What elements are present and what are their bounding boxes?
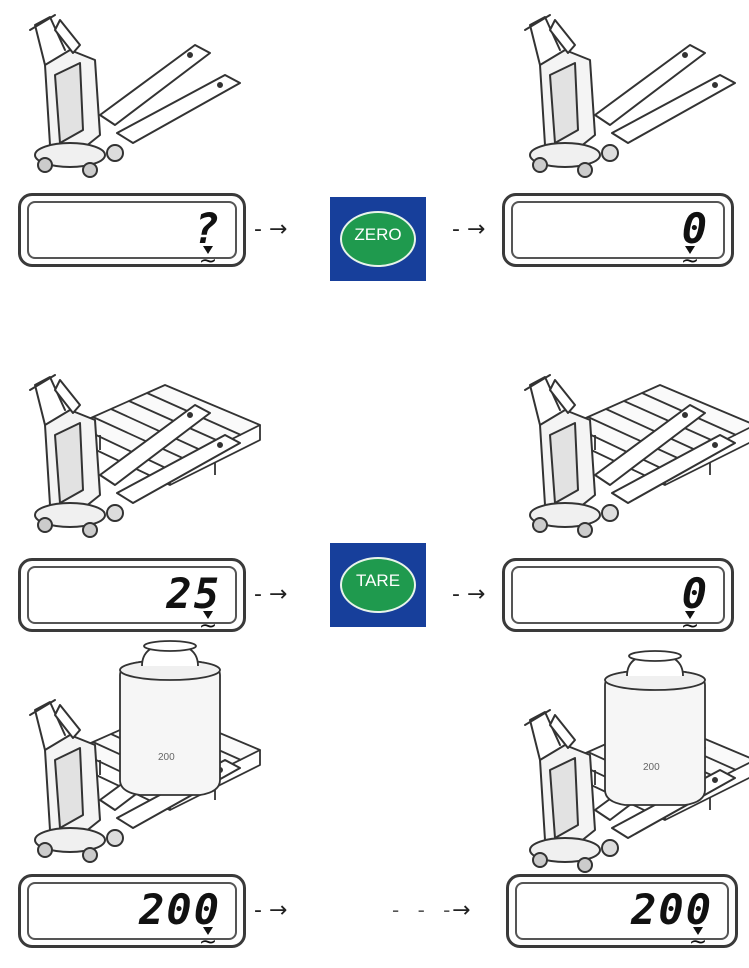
dashed-arrow-line: - - - — [392, 898, 456, 922]
stability-indicator-icon: ~ — [193, 927, 223, 951]
weight-display: 200 ~ — [506, 874, 738, 948]
pallet-truck-illustration — [500, 365, 749, 545]
pallet-truck-illustration — [500, 5, 749, 190]
tare-key-label: TARE — [330, 571, 426, 591]
weight-display: 0 ~ — [502, 558, 734, 632]
weight-illustration — [100, 640, 240, 800]
zero-key-label: ZERO — [330, 225, 426, 245]
arrow-right-icon: → — [452, 899, 470, 923]
weight-display: ? ~ — [18, 193, 246, 267]
arrow-right-icon: - → — [452, 218, 485, 242]
tare-key[interactable]: TARE — [330, 543, 426, 627]
stability-indicator-icon: ~ — [675, 611, 705, 635]
stability-indicator-icon: ~ — [193, 611, 223, 635]
zero-key[interactable]: ZERO — [330, 197, 426, 281]
weight-display: 25 ~ — [18, 558, 246, 632]
weight-display: 0 ~ — [502, 193, 734, 267]
weight-label: 200 — [158, 752, 175, 763]
pallet-truck-illustration — [5, 5, 255, 190]
arrow-right-icon: - → — [254, 583, 287, 607]
weight-display: 200 ~ — [18, 874, 246, 948]
weight-illustration — [585, 650, 725, 810]
arrow-right-icon: - → — [452, 583, 485, 607]
arrow-right-icon: - → — [254, 899, 287, 923]
stability-indicator-icon: ~ — [193, 246, 223, 270]
stability-indicator-icon: ~ — [683, 927, 713, 951]
arrow-right-icon: - → — [254, 218, 287, 242]
pallet-truck-illustration — [5, 365, 265, 545]
stability-indicator-icon: ~ — [675, 246, 705, 270]
weight-label: 200 — [643, 762, 660, 773]
